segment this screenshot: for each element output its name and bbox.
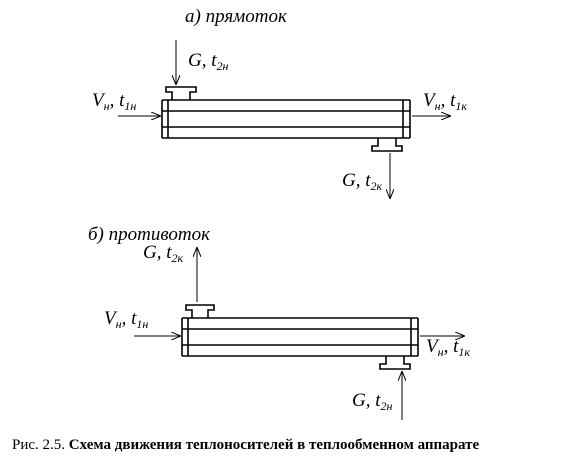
caption-prefix: Рис. 2.5. (12, 437, 66, 453)
parallel-cold-inlet-label: G, t2н (188, 50, 229, 73)
parallel-hot-inlet-label: Vн, t1н (92, 90, 136, 113)
counter-hot-inlet-label: Vн, t1н (104, 308, 148, 331)
caption-text: Схема движения теплоносителей в теплообм… (68, 437, 480, 453)
parallel-hot-outlet-label: Vн, t1к (423, 90, 467, 113)
svg-text:G, t2н: G, t2н (188, 50, 229, 73)
svg-text:Vн, t1к: Vн, t1к (426, 336, 470, 359)
svg-text:Vн, t1н: Vн, t1н (104, 308, 148, 331)
counter-cold-outlet-label: G, t2к (143, 242, 184, 265)
svg-text:G, t2к: G, t2к (342, 170, 383, 193)
parallel-exchanger (161, 86, 411, 152)
svg-text:G, t2к: G, t2к (143, 242, 184, 265)
counter-flow-title: б) противоток (88, 224, 211, 245)
svg-text:Vн, t1к: Vн, t1к (423, 90, 467, 113)
svg-text:Vн, t1н: Vн, t1н (92, 90, 136, 113)
parallel-cold-outlet-label: G, t2к (342, 170, 383, 193)
counter-hot-outlet-label: Vн, t1к (426, 336, 470, 359)
parallel-flow-title: а) прямоток (185, 6, 288, 27)
counter-cold-inlet-label: G, t2н (352, 390, 393, 413)
counter-exchanger (181, 304, 419, 370)
svg-text:G, t2н: G, t2н (352, 390, 393, 413)
figure-caption: Рис. 2.5. Схема движения теплоносителей … (12, 437, 568, 454)
